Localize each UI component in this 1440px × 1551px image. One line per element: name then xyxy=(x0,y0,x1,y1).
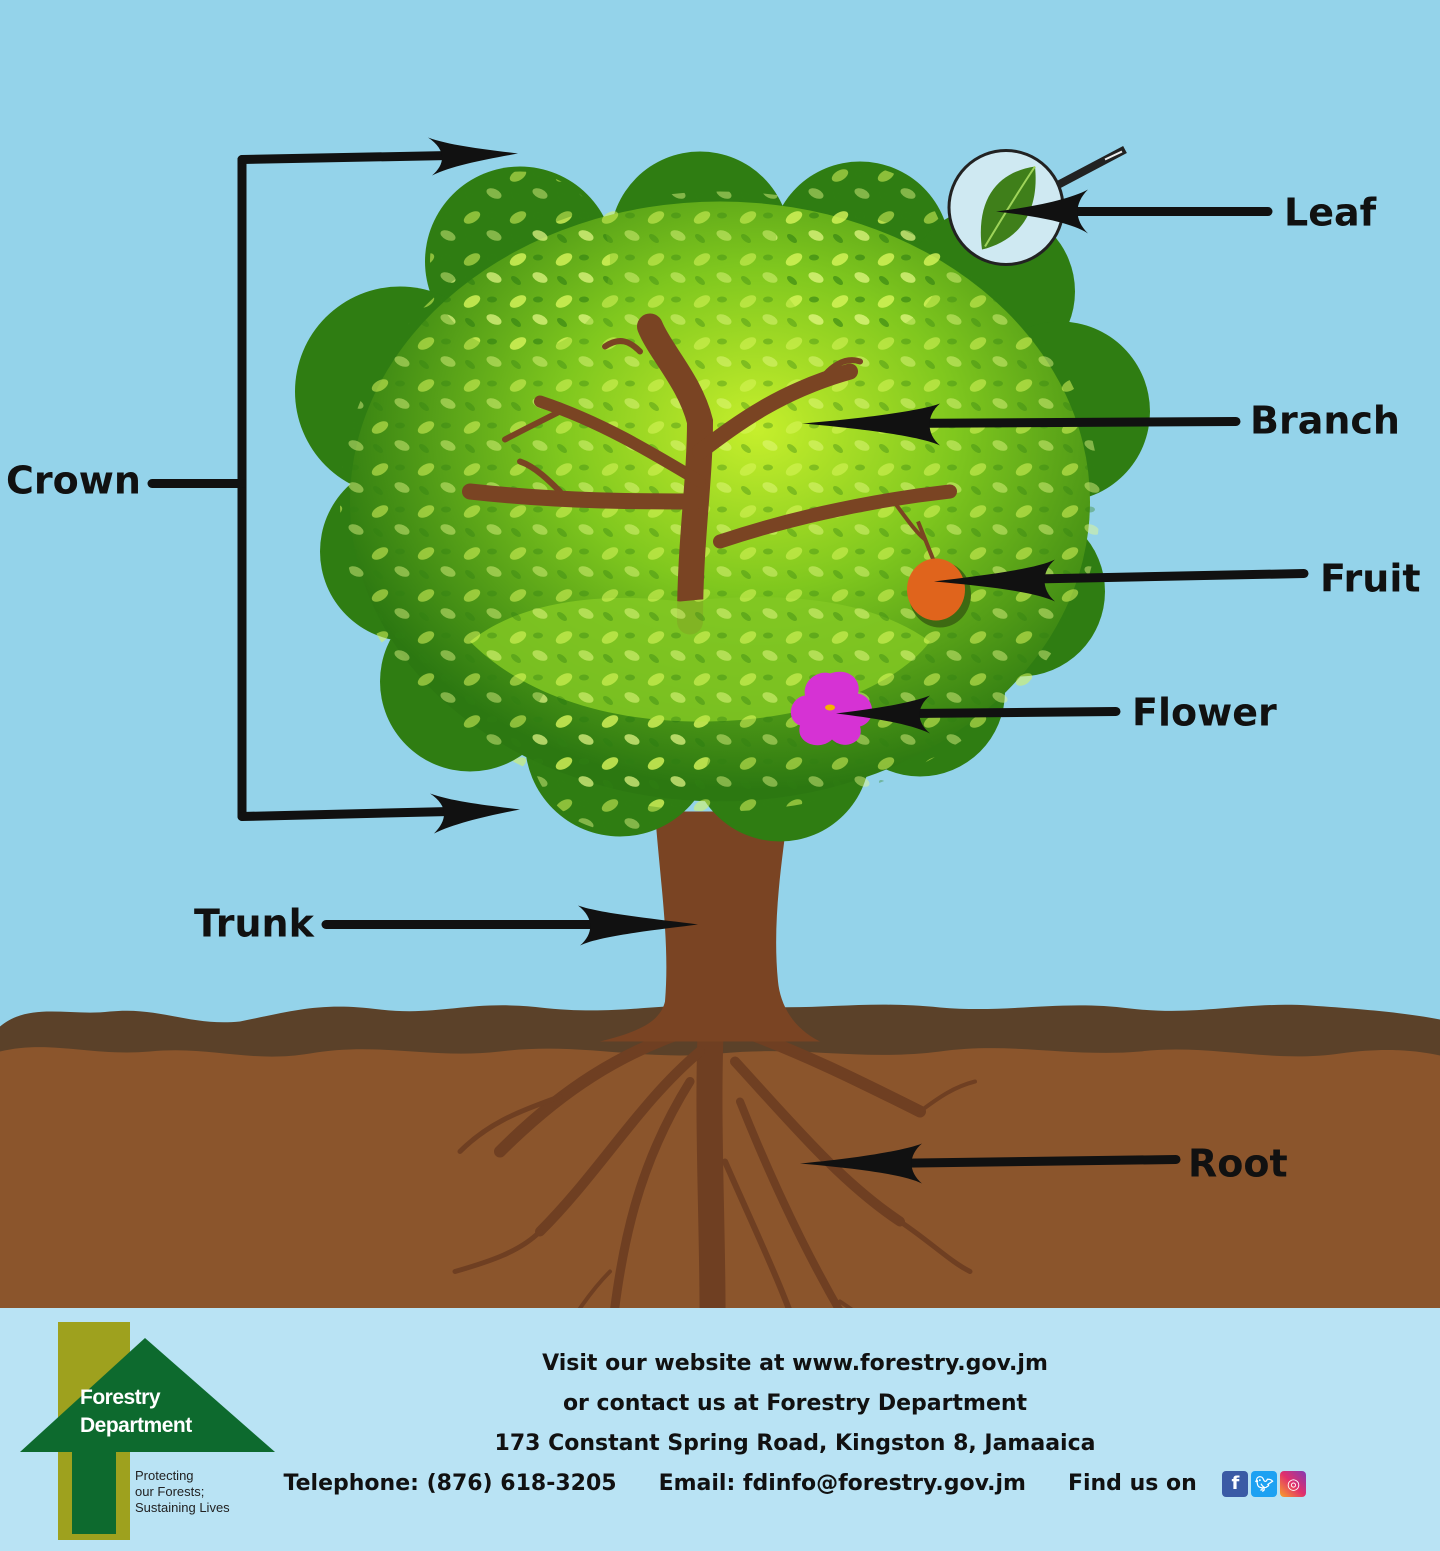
trunk-arrowhead xyxy=(578,905,698,946)
magnified-leaf xyxy=(947,145,1127,266)
leaf-arrowhead xyxy=(996,189,1088,234)
crown-bracket xyxy=(147,151,455,821)
label-root: Root xyxy=(1188,1142,1288,1186)
contact-line: or contact us at Forestry Department xyxy=(562,1391,1028,1416)
label-fruit: Fruit xyxy=(1320,557,1421,601)
address-line: 173 Constant Spring Road, Kingston 8, Ja… xyxy=(494,1431,1096,1456)
website-line: Visit our website at www.forestry.gov.jm xyxy=(542,1351,1048,1376)
branches xyxy=(462,313,957,635)
label-flower: Flower xyxy=(1132,691,1277,735)
logo-name-line2: Department xyxy=(80,1414,192,1437)
logo-tagline-line2: our Forests; xyxy=(135,1484,205,1499)
root-arrowhead xyxy=(800,1143,922,1184)
flower-arrowhead xyxy=(836,695,930,734)
fruit-arrowhead xyxy=(934,559,1055,602)
logo-name-line1: Forestry xyxy=(80,1386,161,1409)
pointer-lines xyxy=(321,207,1309,1168)
instagram-icon[interactable]: ◎ xyxy=(1280,1471,1307,1497)
email: Email: fdinfo@forestry.gov.jm xyxy=(658,1471,1026,1496)
label-branch: Branch xyxy=(1250,399,1400,443)
label-leaf: Leaf xyxy=(1284,191,1377,235)
social-icons: f 🐦︎ ◎ xyxy=(1222,1471,1307,1497)
flower xyxy=(790,671,873,746)
facebook-icon[interactable]: f xyxy=(1222,1471,1249,1497)
contact-row: Telephone: (876) 618-3205 Email: fdinfo@… xyxy=(284,1464,1307,1504)
logo-tagline-line1: Protecting xyxy=(135,1468,194,1483)
crown-bottom-arrowhead xyxy=(430,793,520,834)
label-trunk: Trunk xyxy=(194,902,315,946)
social-group: Find us on f 🐦︎ ◎ xyxy=(1068,1464,1307,1504)
fruit-stem xyxy=(916,520,936,563)
fruit xyxy=(907,558,965,621)
find-us-label: Find us on xyxy=(1067,1471,1197,1496)
forestry-department-logo: Forestry Department Protecting our Fores… xyxy=(20,1320,280,1542)
logo-graphic xyxy=(20,1322,275,1540)
footer: Forestry Department Protecting our Fores… xyxy=(0,1308,1440,1551)
branch-arrowhead xyxy=(802,403,940,446)
twitter-icon[interactable]: 🐦︎ xyxy=(1251,1471,1278,1497)
crown-top-arrowhead xyxy=(428,137,518,176)
trunk xyxy=(600,811,820,1042)
contact-info: Visit our website at www.forestry.gov.jm… xyxy=(284,1344,1307,1504)
label-crown: Crown xyxy=(6,459,141,503)
logo-tagline-line3: Sustaining Lives xyxy=(135,1500,230,1515)
telephone: Telephone: (876) 618-3205 xyxy=(283,1471,617,1496)
